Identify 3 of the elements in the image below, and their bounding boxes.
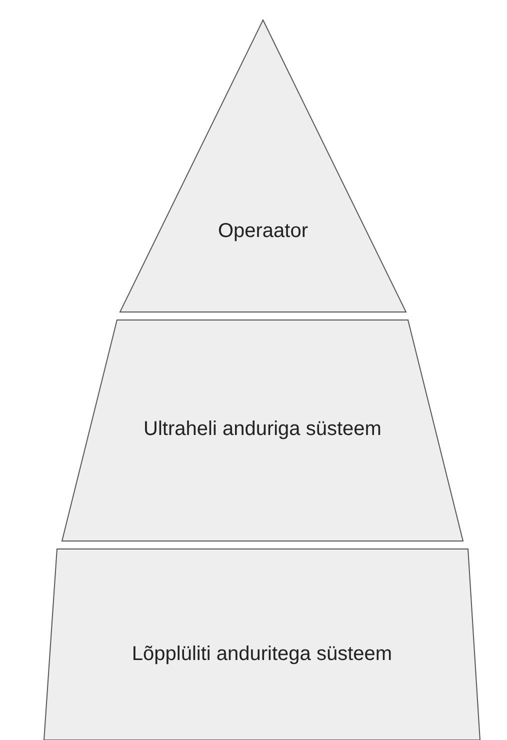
tier-label: Operaator [218, 220, 308, 242]
tier-label: Ultraheli anduriga süsteem [144, 418, 382, 440]
tier-label: Lõpplüliti anduritega süsteem [132, 643, 392, 665]
